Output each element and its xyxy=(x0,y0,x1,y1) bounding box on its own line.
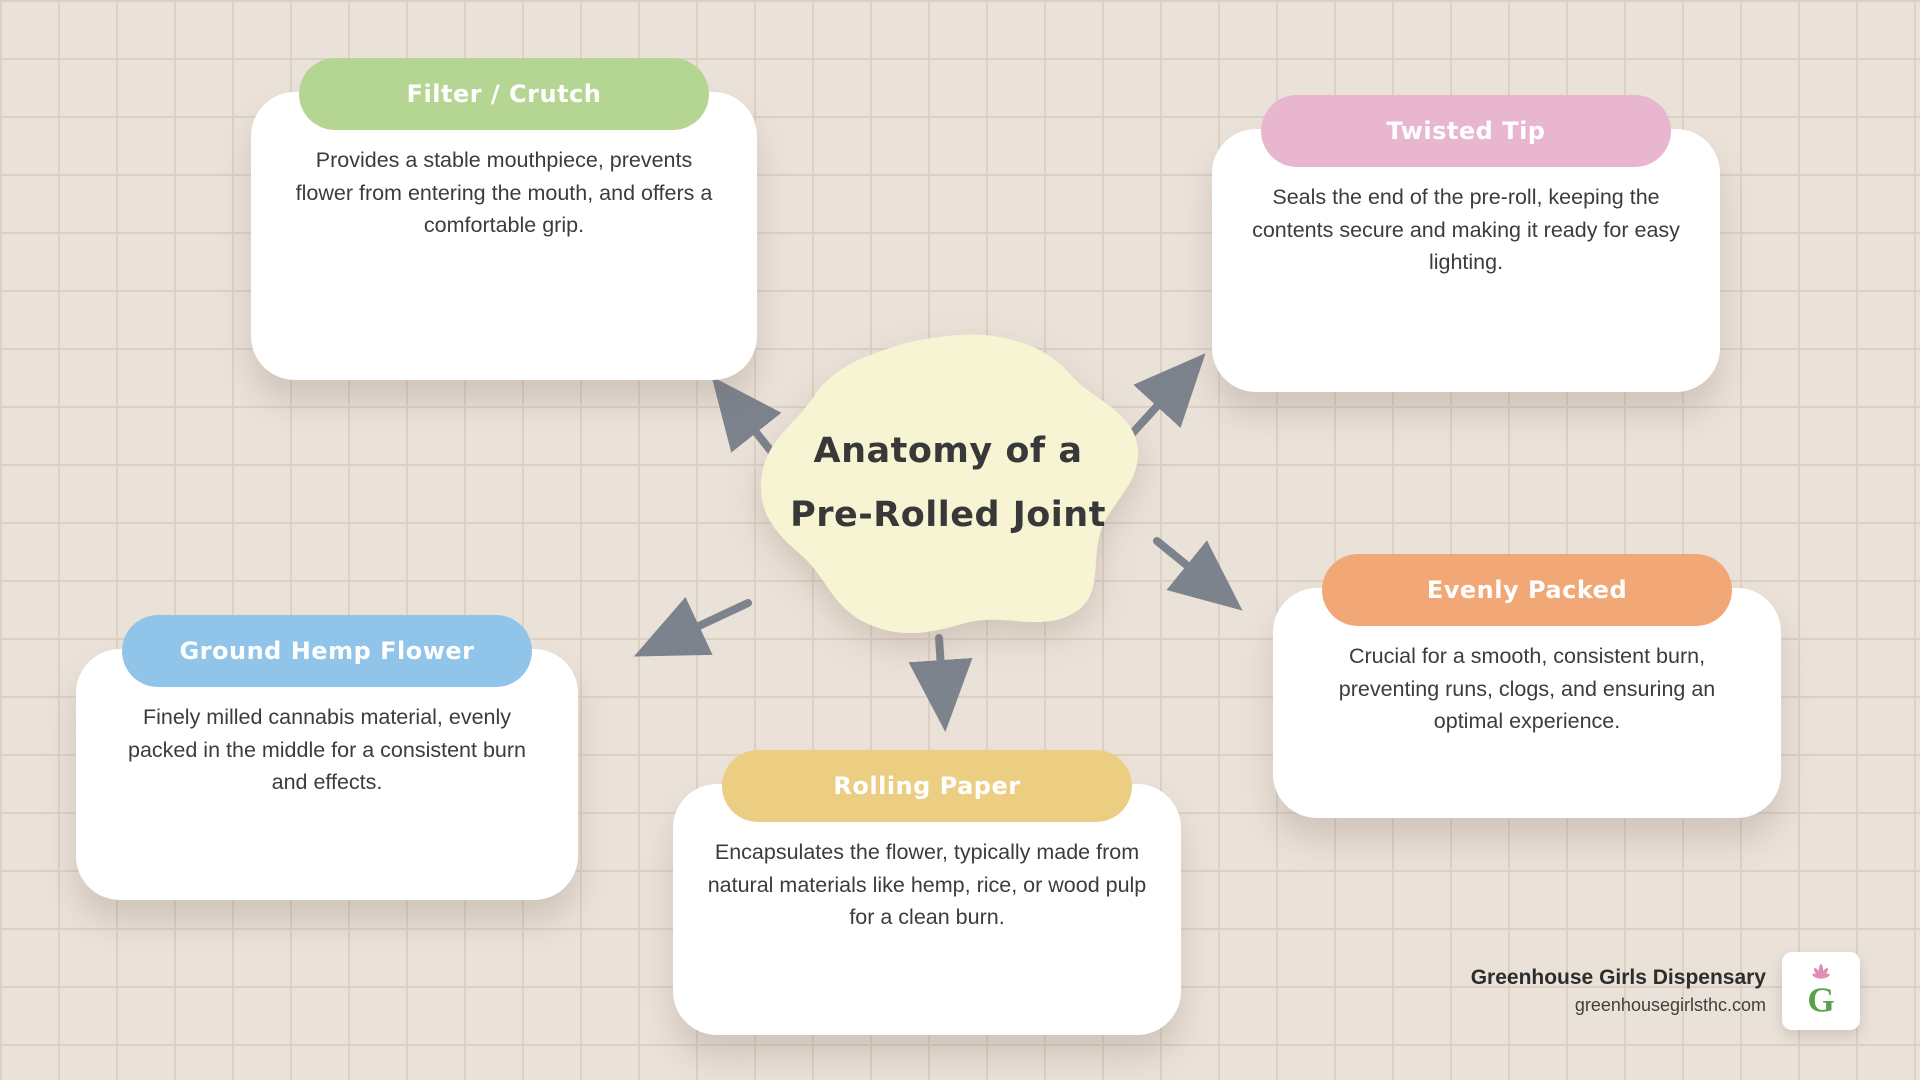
logo-letter: G xyxy=(1807,981,1834,1020)
footer-text: Greenhouse Girls Dispensary greenhousegi… xyxy=(1471,963,1766,1019)
card-rolling-paper: Rolling Paper Encapsulates the flower, t… xyxy=(673,750,1181,1035)
card-filter-crutch-text: Provides a stable mouthpiece, prevents f… xyxy=(295,148,713,238)
center-blob-shape xyxy=(760,334,1139,634)
card-evenly-packed-header: Evenly Packed xyxy=(1322,554,1732,626)
card-evenly-packed: Evenly Packed Crucial for a smooth, cons… xyxy=(1273,554,1781,818)
cannabis-leaf-icon xyxy=(1812,964,1830,979)
greenhouse-logo: G xyxy=(1782,952,1860,1030)
arrow-to-ground-hemp-flower-icon xyxy=(633,596,752,657)
logo-graphic: G xyxy=(1807,964,1835,1020)
card-evenly-packed-text: Crucial for a smooth, consistent burn, p… xyxy=(1338,644,1716,734)
card-rolling-paper-text: Encapsulates the flower, typically made … xyxy=(707,840,1147,930)
card-twisted-tip-header: Twisted Tip xyxy=(1261,95,1671,167)
card-ground-hemp-flower-text: Finely milled cannabis material, evenly … xyxy=(128,705,526,795)
card-ground-hemp-flower-header: Ground Hemp Flower xyxy=(122,615,532,687)
brand-website: greenhousegirlsthc.com xyxy=(1574,995,1766,1016)
center-node: Anatomy of a Pre-Rolled Joint xyxy=(756,328,1140,638)
card-filter-crutch: Filter / Crutch Provides a stable mouthp… xyxy=(251,58,757,380)
arrow-to-evenly-packed-icon xyxy=(1153,537,1243,611)
footer-branding: Greenhouse Girls Dispensary greenhousegi… xyxy=(1471,952,1860,1030)
card-twisted-tip: Twisted Tip Seals the end of the pre-rol… xyxy=(1212,95,1720,392)
card-filter-crutch-header: Filter / Crutch xyxy=(299,58,709,130)
brand-name: Greenhouse Girls Dispensary xyxy=(1470,965,1766,989)
card-ground-hemp-flower: Ground Hemp Flower Finely milled cannabi… xyxy=(76,615,578,900)
card-twisted-tip-text: Seals the end of the pre-roll, keeping t… xyxy=(1252,185,1680,275)
center-title: Anatomy of a Pre-Rolled Joint xyxy=(756,328,1140,638)
center-title-line1: Anatomy of a xyxy=(813,431,1083,471)
center-title-line2: Pre-Rolled Joint xyxy=(790,495,1106,535)
card-rolling-paper-header: Rolling Paper xyxy=(722,750,1132,822)
arrow-to-rolling-paper-icon xyxy=(908,634,973,732)
